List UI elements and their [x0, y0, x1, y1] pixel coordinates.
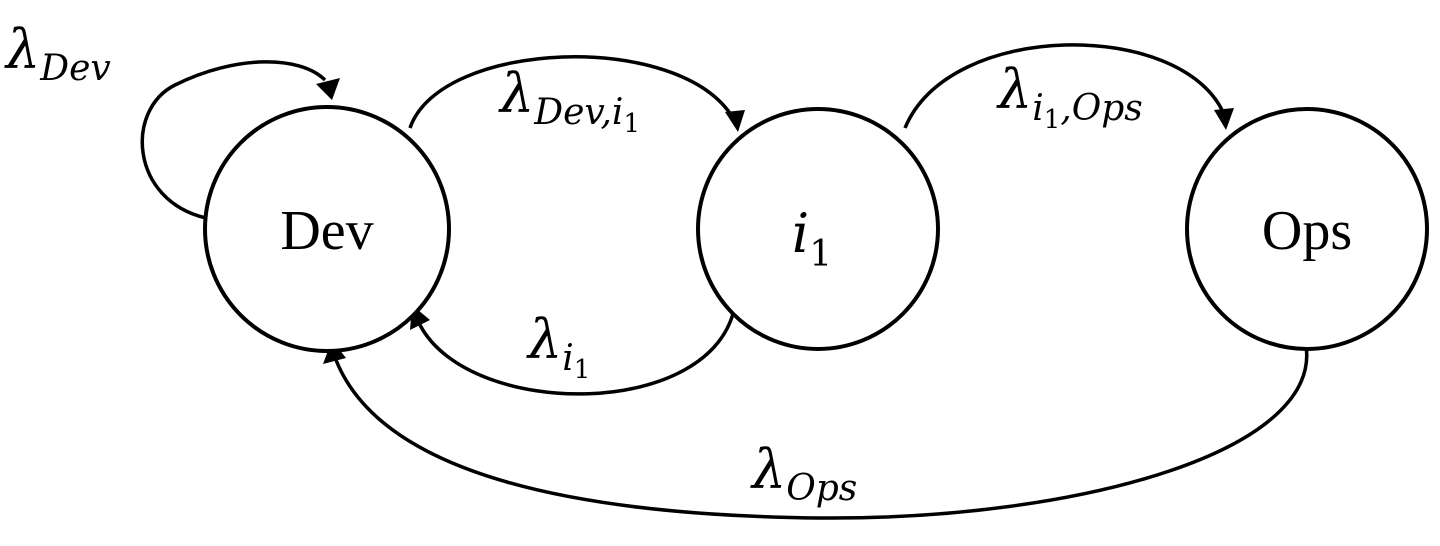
node-i1-label-sub: 1: [809, 234, 832, 275]
arrowhead-icon: [725, 110, 745, 132]
edge-dev-to-i1: [408, 55, 745, 132]
label-i1-to-dev-symbol: λ: [526, 308, 562, 371]
edge-dev-self-loop: [140, 60, 340, 220]
label-dev-to-i1-subscript: Dev,i: [533, 92, 623, 133]
node-i1-label: i1: [792, 202, 832, 275]
label-dev-to-i1-subscript-sub: 1: [623, 109, 640, 139]
label-dev-self-subscript: Dev: [39, 48, 111, 89]
node-i1: i1: [696, 107, 940, 351]
node-ops: Ops: [1185, 107, 1429, 351]
arrowhead-icon: [1214, 108, 1234, 130]
label-dev-to-i1-symbol: λ: [498, 62, 534, 125]
label-ops-to-dev-symbol: λ: [750, 438, 786, 501]
label-i1-to-ops-symbol: λ: [996, 58, 1032, 121]
label-ops-to-dev: λOps: [750, 438, 857, 509]
label-i1-to-ops-subscript-sub: 1: [1044, 105, 1061, 135]
label-i1-to-ops-subscript-tail: ,Ops: [1060, 88, 1142, 129]
label-i1-to-ops: λi1,Ops: [996, 58, 1143, 135]
label-i1-to-ops-subscript: i: [1032, 88, 1044, 129]
node-dev: Dev: [203, 105, 451, 353]
label-i1-to-dev-subscript: i: [562, 338, 574, 379]
label-dev-self: λDev: [4, 18, 111, 89]
label-dev-to-i1: λDev,i1: [498, 62, 640, 139]
arrowhead-icon: [316, 78, 340, 100]
label-ops-to-dev-subscript: Ops: [786, 468, 857, 509]
label-i1-to-dev-subscript-sub: 1: [574, 355, 591, 385]
node-i1-label-main: i: [792, 202, 809, 265]
label-i1-to-dev: λi1: [526, 308, 590, 385]
node-ops-label: Ops: [1262, 200, 1352, 262]
label-dev-self-symbol: λ: [4, 18, 40, 81]
node-dev-label: Dev: [280, 200, 373, 262]
edge-i1-to-ops: [903, 43, 1234, 130]
